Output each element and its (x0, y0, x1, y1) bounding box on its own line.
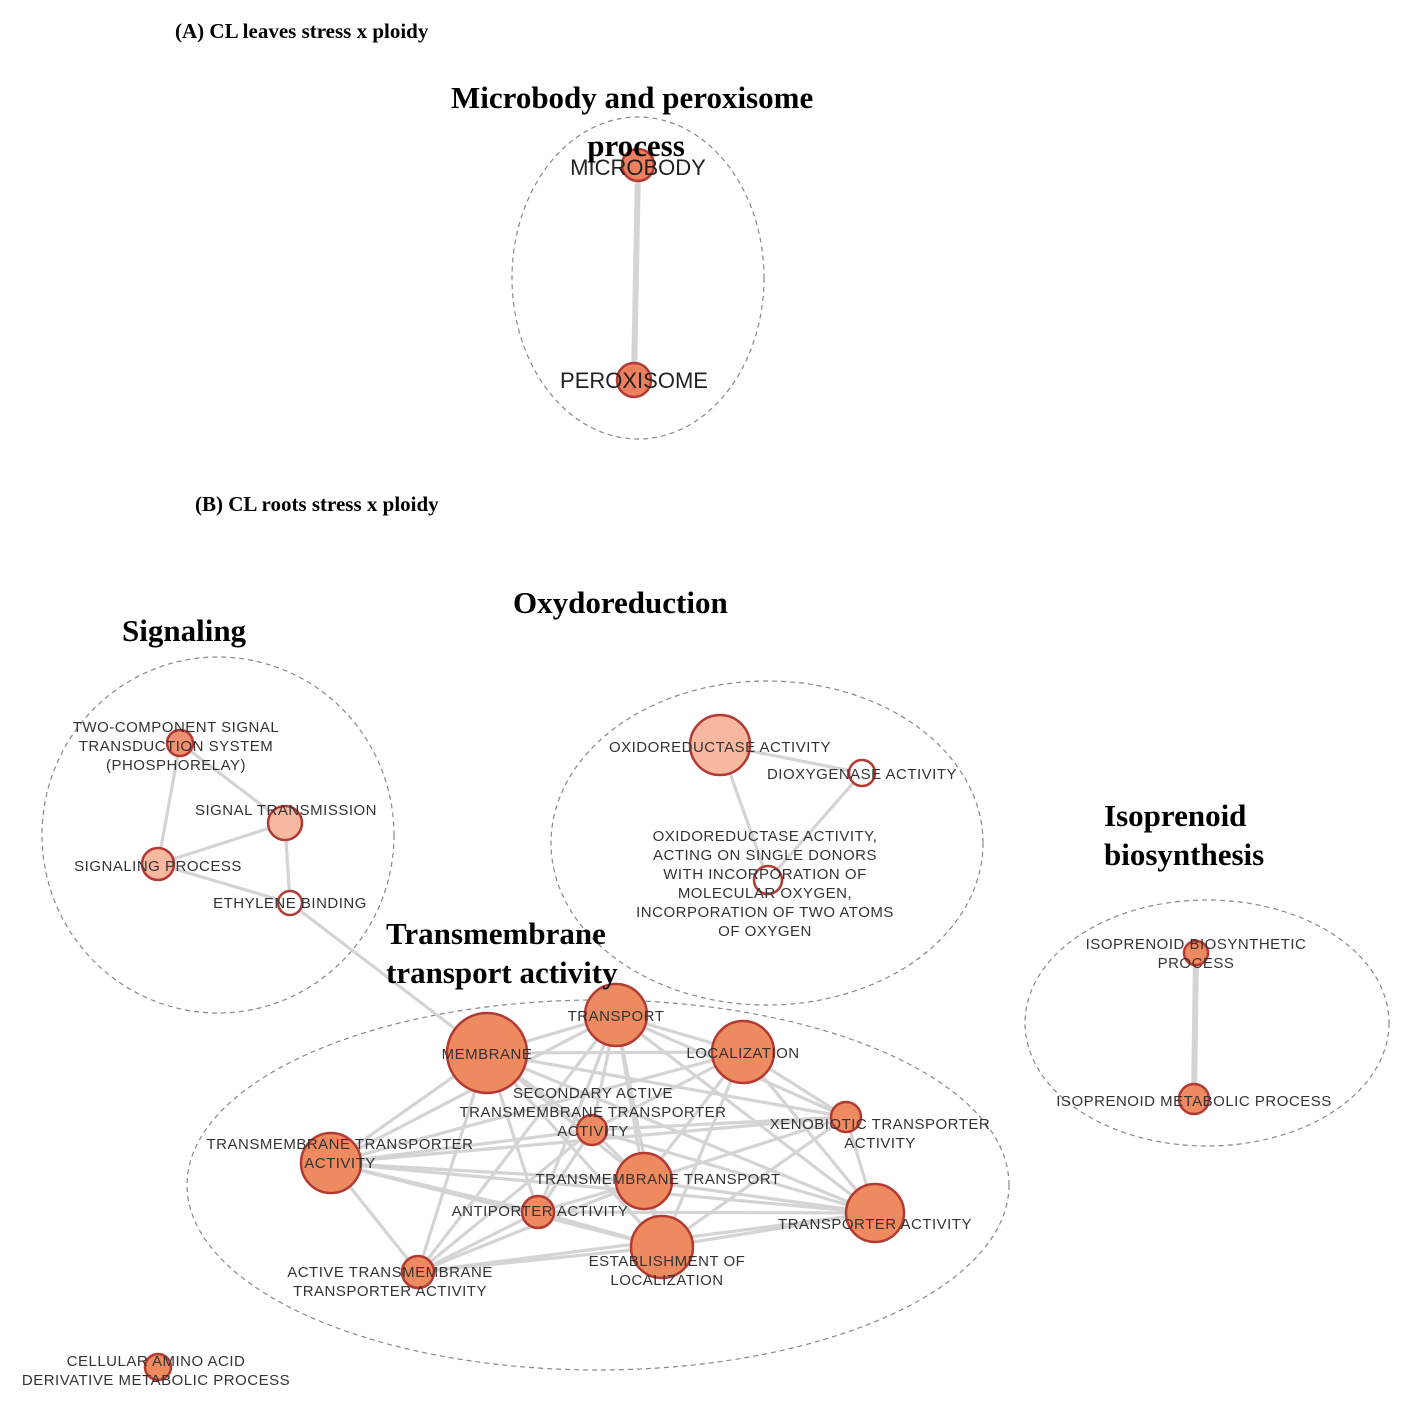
node-signaling_proc[interactable] (140, 846, 176, 882)
cluster-outline-microbody (511, 116, 765, 440)
edge-transport-antiporter (536, 1013, 618, 1214)
node-label-iso_met: ISOPRENOID METABOLIC PROCESS (1056, 1093, 1331, 1110)
edge-tm_transporter-tm_transport (329, 1161, 646, 1183)
node-label-transport: TRANSPORT (568, 1008, 665, 1025)
node-label-signal_trans: SIGNAL TRANSMISSION (195, 802, 377, 819)
edge-secondary-tm_transporter (329, 1128, 594, 1165)
edge-localization-tm_transporter (329, 1050, 745, 1165)
node-cellular_aa[interactable] (143, 1352, 173, 1382)
edges-layer (156, 162, 1199, 1274)
node-localization[interactable] (710, 1019, 776, 1085)
node-secondary[interactable] (575, 1113, 609, 1147)
edge-signal_trans-signaling_proc (156, 821, 287, 866)
node-oxidored_single[interactable] (752, 864, 784, 896)
edge-tm_transport-xeno (642, 1115, 848, 1183)
edge-transport-transporter_act (614, 1013, 877, 1215)
node-ethylene[interactable] (276, 889, 304, 917)
cluster-title-signaling: Signaling (122, 613, 247, 648)
node-active_tm[interactable] (400, 1254, 436, 1290)
node-transporter_act[interactable] (844, 1182, 906, 1244)
node-peroxisome[interactable] (615, 361, 653, 399)
cluster-title-isoprenoid: Isoprenoid biosynthesis (1104, 798, 1264, 872)
node-iso_bio[interactable] (1182, 939, 1210, 967)
node-label-tm_transport: TRANSMEMBRANE TRANSPORT (535, 1171, 780, 1188)
cluster-outline-oxydoreduction (550, 680, 984, 1006)
panel-label-b: (B) CL roots stress x ploidy (195, 492, 439, 516)
edge-microbody-peroxisome (631, 162, 641, 383)
cluster-outline-transmembrane (186, 999, 1010, 1371)
node-xeno[interactable] (829, 1100, 863, 1134)
cluster-title-microbody: Microbody and peroxisome process (451, 80, 821, 163)
node-oxidored[interactable] (688, 713, 752, 777)
node-tm_transporter[interactable] (299, 1131, 363, 1195)
node-label-transporter_act: TRANSPORTER ACTIVITY (778, 1216, 972, 1233)
node-dioxy[interactable] (847, 758, 877, 788)
node-membrane[interactable] (445, 1011, 529, 1095)
node-transport[interactable] (583, 982, 649, 1048)
node-label-oxidored_single: OXIDOREDUCTASE ACTIVITY,ACTING ON SINGLE… (636, 828, 894, 940)
edge-dioxy-oxidored_single (766, 771, 864, 882)
edge-antiporter-active_tm (416, 1210, 540, 1274)
cluster-title-oxydoreduction: Oxydoreduction (513, 585, 728, 620)
panel-label-a: (A) CL leaves stress x ploidy (175, 19, 429, 43)
edge-tm_transport-transporter_act (642, 1179, 877, 1215)
edge-secondary-active_tm (416, 1128, 594, 1274)
edge-secondary-transporter_act (590, 1128, 877, 1215)
edge-localization-transporter_act (741, 1050, 877, 1215)
edge-tm_transporter-transporter_act (329, 1161, 877, 1215)
cluster-outline-isoprenoid (1024, 899, 1390, 1147)
edge-two_comp-signal_trans (178, 741, 287, 825)
edge-two_comp-signaling_proc (156, 741, 182, 866)
cluster-outline-signaling (41, 656, 395, 1014)
edge-ethylene-membrane (288, 901, 489, 1055)
cluster-title-transmembrane: Transmembrane transport activity (386, 916, 618, 990)
node-label-ethylene: ETHYLENE BINDING (213, 895, 367, 912)
node-label-antiporter: ANTIPORTER ACTIVITY (452, 1203, 629, 1220)
node-label-localization: LOCALIZATION (686, 1045, 799, 1062)
node-label-dioxy: DIOXYGENASE ACTIVITY (767, 766, 957, 783)
node-antiporter[interactable] (520, 1194, 556, 1230)
edge-iso_bio-iso_met (1191, 950, 1199, 1102)
node-label-membrane: MEMBRANE (442, 1046, 533, 1063)
edge-antiporter-transporter_act (536, 1210, 877, 1215)
node-microbody[interactable] (620, 147, 656, 183)
edge-secondary-xeno (590, 1115, 848, 1132)
node-label-signaling_proc: SIGNALING PROCESS (74, 858, 242, 875)
edge-transport-active_tm (416, 1013, 618, 1274)
node-label-microbody: MICROBODY (570, 155, 706, 180)
node-signal_trans[interactable] (266, 804, 304, 842)
node-two_comp[interactable] (165, 728, 195, 758)
node-establishment[interactable] (629, 1214, 695, 1280)
edge-active_tm-establishment (416, 1245, 664, 1274)
node-iso_met[interactable] (1177, 1082, 1211, 1116)
node-tm_transport[interactable] (614, 1151, 674, 1211)
node-label-oxidored: OXIDOREDUCTASE ACTIVITY (609, 739, 831, 756)
edge-membrane-establishment (485, 1051, 664, 1249)
edge-localization-establishment (660, 1050, 745, 1249)
edge-xeno-establishment (660, 1115, 848, 1249)
edge-signaling_proc-ethylene (156, 862, 292, 905)
node-label-peroxisome: PEROXISOME (560, 368, 708, 393)
